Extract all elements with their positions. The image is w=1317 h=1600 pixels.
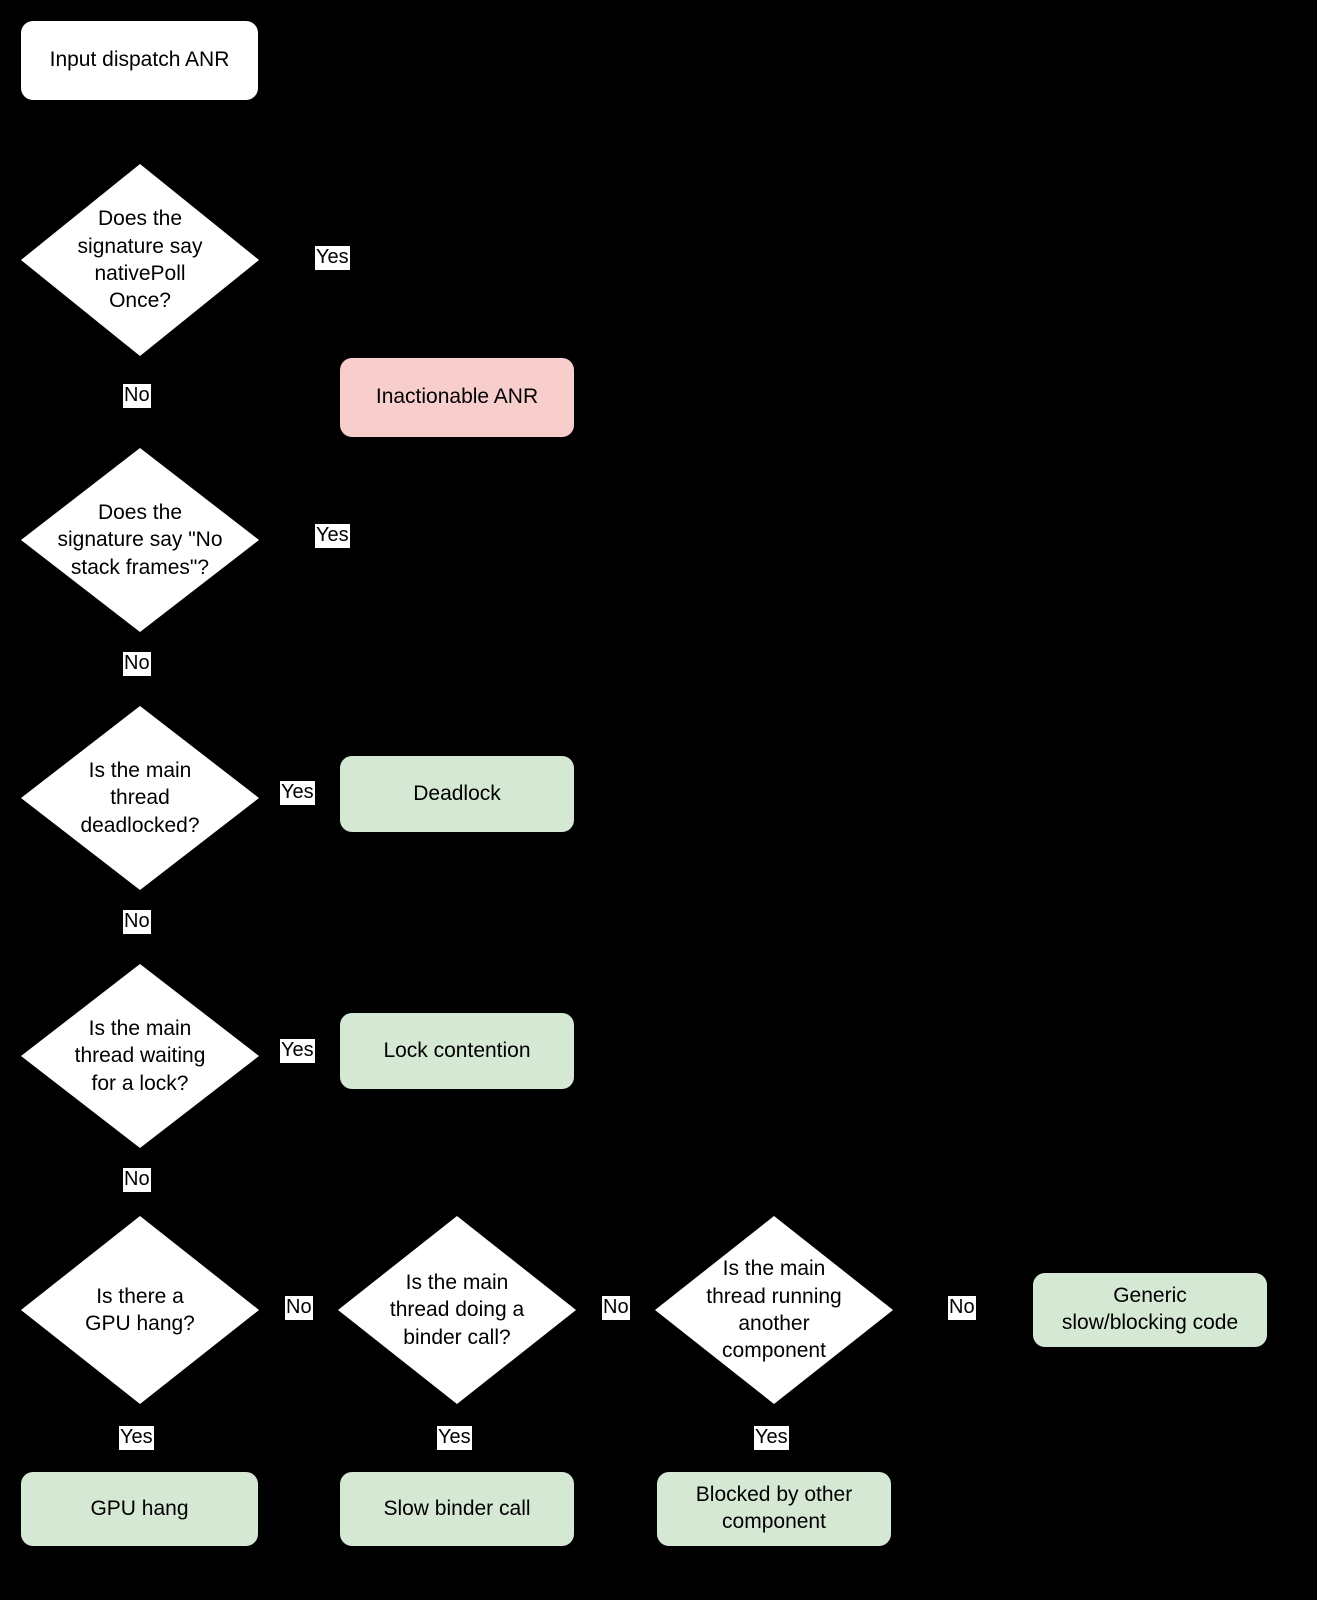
node-label: Inactionable ANR [375, 385, 539, 409]
diamond-shape [21, 1216, 259, 1404]
node-label: Lock contention [383, 1038, 531, 1062]
node-decision-gpu-hang[interactable]: Is there a GPU hang? [21, 1216, 259, 1404]
diamond-shape [21, 706, 259, 890]
edge-label-deadlock-no: No [123, 910, 151, 934]
edge-label-binder-no: No [602, 1296, 630, 1320]
diamond-shape [21, 964, 259, 1148]
edge-nostack-yes [258, 443, 458, 538]
arrowhead-nativepoll-yes [451, 345, 463, 360]
edge-label-component-no: No [948, 1296, 976, 1320]
node-decision-native-poll-once[interactable]: Does the signature say nativePoll Once? [21, 164, 259, 356]
node-label: Generic slow/blocking code [1061, 1284, 1239, 1334]
diamond-shape [338, 1216, 576, 1404]
node-input-dispatch-anr[interactable]: Input dispatch ANR [21, 21, 258, 100]
node-decision-no-stack-frames[interactable]: Does the signature say "No stack frames"… [21, 448, 259, 632]
arrowhead-start-to-nativepoll [134, 151, 146, 166]
node-decision-main-thread-waiting-for-lock[interactable]: Is the main thread waiting for a lock? [21, 964, 259, 1148]
edge-label-deadlock-yes: Yes [280, 781, 315, 805]
node-label: Deadlock [413, 781, 501, 805]
diamond-shape [21, 448, 259, 632]
edge-label-nativepoll-yes: Yes [315, 246, 350, 270]
node-outcome-inactionable-anr[interactable]: Inactionable ANR [340, 358, 574, 437]
node-outcome-blocked-by-other-component[interactable]: Blocked by other component [657, 1472, 891, 1546]
node-outcome-lock-contention[interactable]: Lock contention [340, 1013, 574, 1089]
node-label: GPU hang [90, 1496, 189, 1520]
edge-label-nativepoll-no: No [123, 384, 151, 408]
arrowhead-deadlock-no [134, 951, 146, 966]
edge-label-gpu-no: No [285, 1296, 313, 1320]
node-outcome-deadlock[interactable]: Deadlock [340, 756, 574, 832]
edge-label-nostack-no: No [123, 652, 151, 676]
arrowhead-nostack-yes [451, 435, 463, 450]
node-decision-main-thread-deadlocked[interactable]: Is the main thread deadlocked? [21, 706, 259, 890]
node-decision-main-thread-binder-call[interactable]: Is the main thread doing a binder call? [338, 1216, 576, 1404]
node-outcome-generic-slow-blocking-code[interactable]: Generic slow/blocking code [1033, 1273, 1267, 1347]
edge-label-nostack-yes: Yes [315, 524, 350, 548]
arrowhead-nostack-no [134, 693, 146, 708]
edge-label-gpu-yes: Yes [119, 1426, 154, 1450]
edge-label-binder-yes: Yes [437, 1426, 472, 1450]
arrowhead-nativepoll-no [134, 435, 146, 450]
edge-nativepoll-yes [258, 259, 458, 352]
diamond-shape [21, 164, 259, 356]
node-outcome-slow-binder-call[interactable]: Slow binder call [340, 1472, 574, 1546]
edge-label-component-yes: Yes [754, 1426, 789, 1450]
node-decision-main-thread-another-component[interactable]: Is the main thread running another compo… [655, 1216, 893, 1404]
node-label: Slow binder call [383, 1496, 531, 1520]
edge-label-lock-yes: Yes [280, 1039, 315, 1063]
node-outcome-gpu-hang[interactable]: GPU hang [21, 1472, 258, 1546]
edge-label-lock-no: No [123, 1168, 151, 1192]
node-label: Input dispatch ANR [49, 48, 230, 72]
diamond-shape [655, 1216, 893, 1404]
node-label: Blocked by other component [695, 1483, 853, 1533]
